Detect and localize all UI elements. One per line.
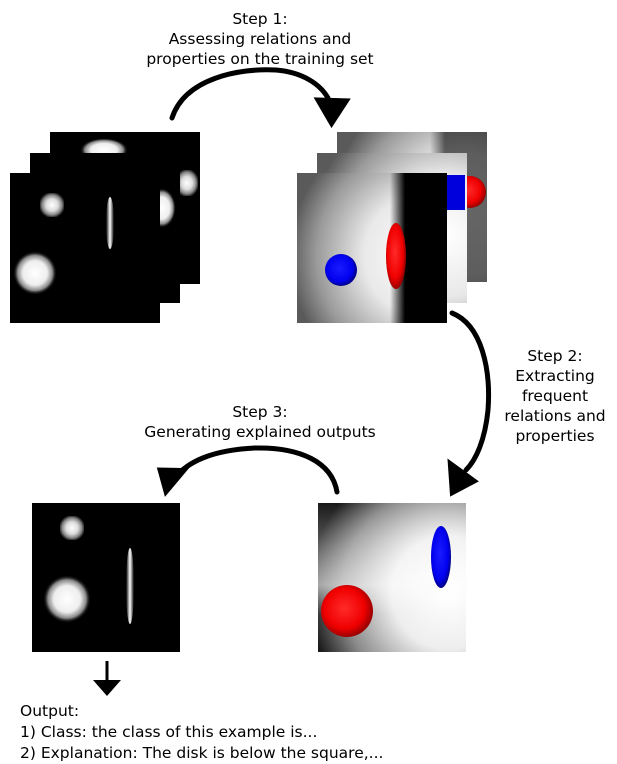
step2-desc-line1: Extracting [515, 367, 595, 385]
step1-title: Step 1: [232, 10, 288, 28]
step1-label: Step 1: Assessing relations and properti… [110, 9, 410, 69]
test-image [32, 503, 180, 652]
step3-title: Step 3: [232, 403, 288, 421]
step3-desc-line1: Generating explained outputs [144, 423, 376, 441]
output-explanation-line: 2) Explanation: The disk is below the sq… [20, 744, 384, 762]
output-heading: Output: [20, 702, 80, 720]
step2-title: Step 2: [527, 347, 583, 365]
output-text-block: Output: 1) Class: the class of this exam… [20, 701, 383, 764]
step1-desc-line2: properties on the training set [146, 50, 374, 68]
frequent-relations-image [318, 503, 466, 652]
step3-arrow [156, 445, 340, 497]
training-image-front [10, 173, 160, 323]
step3-label: Step 3: Generating explained outputs [105, 402, 415, 442]
training-image-stack [10, 132, 200, 323]
step2-desc-line3: relations and [504, 407, 606, 425]
scene-image-stack [297, 132, 487, 323]
output-arrow [93, 661, 121, 696]
scene-image-front [297, 173, 447, 323]
step2-desc-line2: frequent [521, 387, 589, 405]
step1-arrow [169, 67, 351, 129]
step2-desc-line4: properties [515, 427, 595, 445]
step2-arrow [447, 310, 492, 497]
step2-label: Step 2: Extracting frequent relations an… [500, 346, 610, 446]
output-class-line: 1) Class: the class of this example is..… [20, 723, 318, 741]
step1-desc-line1: Assessing relations and [168, 30, 352, 48]
